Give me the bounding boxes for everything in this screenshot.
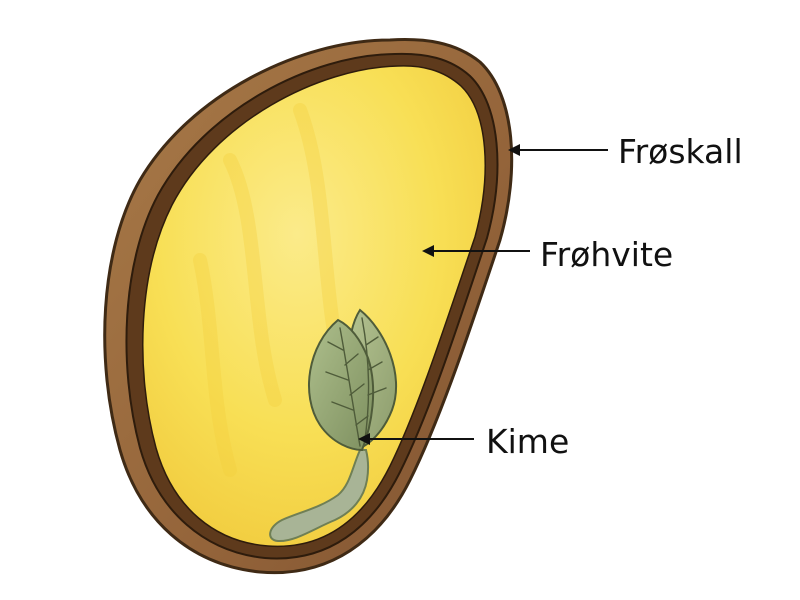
- embryo-radicle: [269, 449, 370, 543]
- arrow-endosperm: [422, 245, 530, 257]
- embryo-leaf-veins: [325, 317, 387, 447]
- arrow-embryo: [358, 433, 474, 445]
- label-seed-coat: Frøskall: [618, 132, 743, 171]
- endosperm-shape: [142, 65, 486, 548]
- embryo-leaf-front: [308, 318, 375, 452]
- label-embryo: Kime: [486, 422, 570, 461]
- label-endosperm: Frøhvite: [540, 235, 674, 274]
- arrow-seed-coat: [508, 144, 608, 156]
